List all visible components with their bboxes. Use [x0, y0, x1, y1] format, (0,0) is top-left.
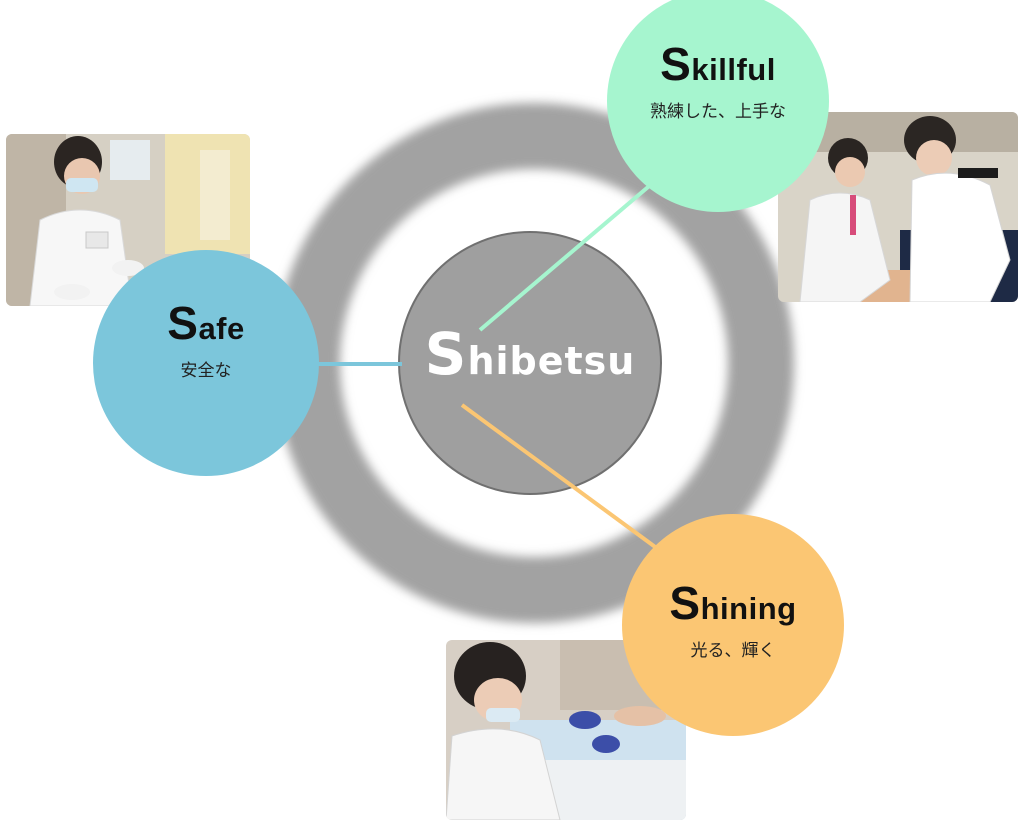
safe-circle — [93, 250, 319, 476]
skillful-connector-line — [478, 168, 670, 332]
center-title-initial: S — [424, 320, 468, 388]
center-title: Shibetsu — [395, 325, 665, 383]
shining-circle — [622, 514, 844, 736]
shining-connector-line — [460, 403, 664, 554]
center-title-rest: hibetsu — [467, 339, 636, 383]
skillful-circle — [607, 0, 829, 212]
